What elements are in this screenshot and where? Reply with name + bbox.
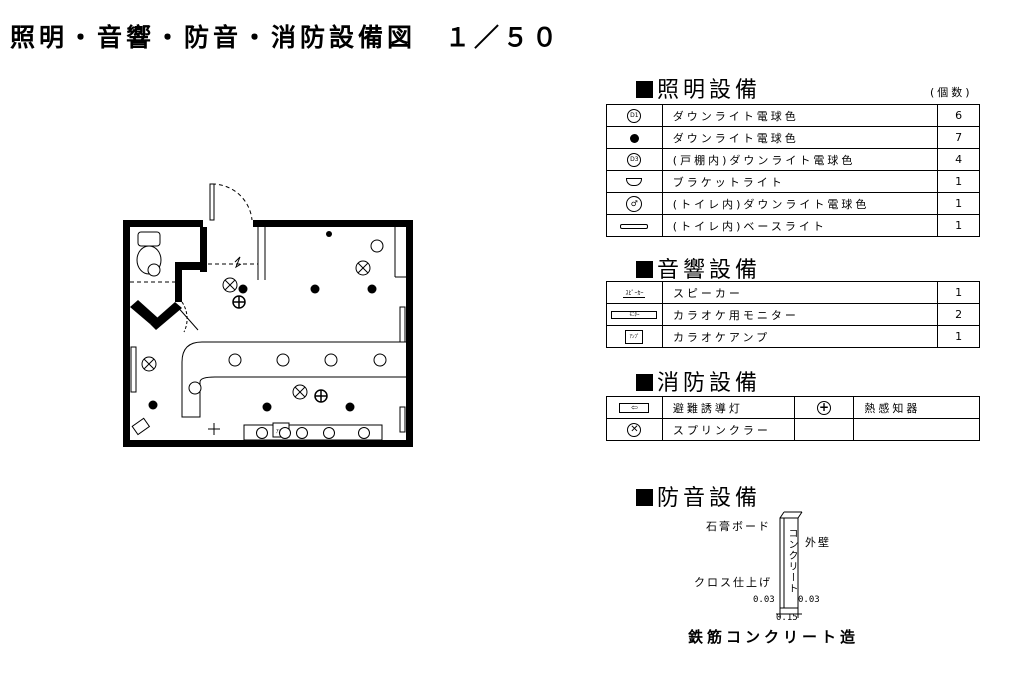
heading-bullet [636, 81, 653, 98]
toilet-fixture [136, 231, 162, 277]
downlight-d3-icon: D3 [627, 152, 642, 167]
audio-table: ｽﾋﾟｰｶｰ スピーカー 1 ﾓﾆﾀｰ カラオケ用モニター 2 ｱﾝﾌﾟ カラオ… [606, 281, 980, 348]
sprinkler-icon: ✕ [627, 422, 642, 437]
heading-bullet [636, 489, 653, 506]
dim-right: 0.03 [798, 595, 820, 605]
table-row: ﾓﾆﾀｰ カラオケ用モニター 2 [606, 303, 980, 326]
base-light-icon [620, 223, 649, 229]
heading-bullet [636, 261, 653, 278]
table-row: ⇦ 避難誘導灯 + 熱感知器 [606, 396, 980, 419]
table-row: D3 (戸棚内)ダウンライト電球色 4 [606, 148, 980, 171]
structure-caption: 鉄筋コンクリート造 [688, 628, 860, 646]
toilet-downlight-icon: ♂ [626, 195, 643, 212]
counter [181, 341, 406, 441]
table-row: (トイレ内)ベースライト 1 [606, 214, 980, 237]
table-row: ダウンライト電球色 7 [606, 126, 980, 149]
monitor-icon: ﾓﾆﾀｰ [611, 311, 658, 319]
downlight-d1-icon: D1 [627, 108, 642, 123]
table-row: ｽﾋﾟｰｶｰ スピーカー 1 [606, 281, 980, 304]
table-row: ブラケットライト 1 [606, 170, 980, 193]
heat-detector-icon: + [817, 399, 832, 415]
cloth-label: クロス仕上げ [694, 576, 772, 589]
audio-heading: 音響設備 [636, 252, 761, 284]
plan-downlights-filled [148, 231, 377, 412]
speaker-icon: ｽﾋﾟｰｶｰ [623, 290, 646, 298]
unit-label: (個数) [930, 86, 973, 99]
heading-bullet [636, 374, 653, 391]
concrete-label: コンクリート [786, 528, 797, 594]
plan-heat-detectors [232, 295, 328, 403]
dim-left: 0.03 [753, 595, 775, 605]
downlight-filled-icon [629, 133, 639, 143]
board-label: 石膏ボード [706, 520, 771, 533]
table-row: ✕ スプリンクラー [606, 418, 980, 441]
floor-plan: ｱﾝﾌﾟ [123, 183, 413, 447]
exit-light-icon: ⇦ [619, 403, 650, 413]
table-row: ♂ (トイレ内)ダウンライト電球色 1 [606, 192, 980, 215]
wall-section-diagram [776, 511, 803, 618]
lighting-heading: 照明設備 [636, 72, 761, 104]
bracket-light-icon [626, 178, 643, 186]
fire-table: ⇦ 避難誘導灯 + 熱感知器 ✕ スプリンクラー [606, 396, 980, 441]
outer-walls [123, 220, 413, 447]
dim-total: 0.15 [776, 613, 798, 623]
entrance-door [209, 183, 253, 221]
plan-sprinklers [141, 260, 371, 400]
lighting-table: D1 ダウンライト電球色 6 ダウンライト電球色 7 D3 (戸棚内)ダウンライ… [606, 104, 980, 237]
toilet-walls [130, 227, 207, 330]
fire-heading: 消防設備 [636, 365, 761, 397]
plan-downlights-d1 [188, 239, 387, 395]
page-title: 照明・音響・防音・消防設備図 １／５０ [10, 23, 562, 52]
table-row: D1 ダウンライト電球色 6 [606, 104, 980, 127]
plan-downlights-d3 [256, 427, 370, 439]
table-row: ｱﾝﾌﾟ カラオケアンプ 1 [606, 325, 980, 348]
soundproof-heading: 防音設備 [636, 480, 761, 512]
outer-wall-label: 外壁 [805, 536, 831, 549]
amp-icon: ｱﾝﾌﾟ [625, 329, 644, 344]
